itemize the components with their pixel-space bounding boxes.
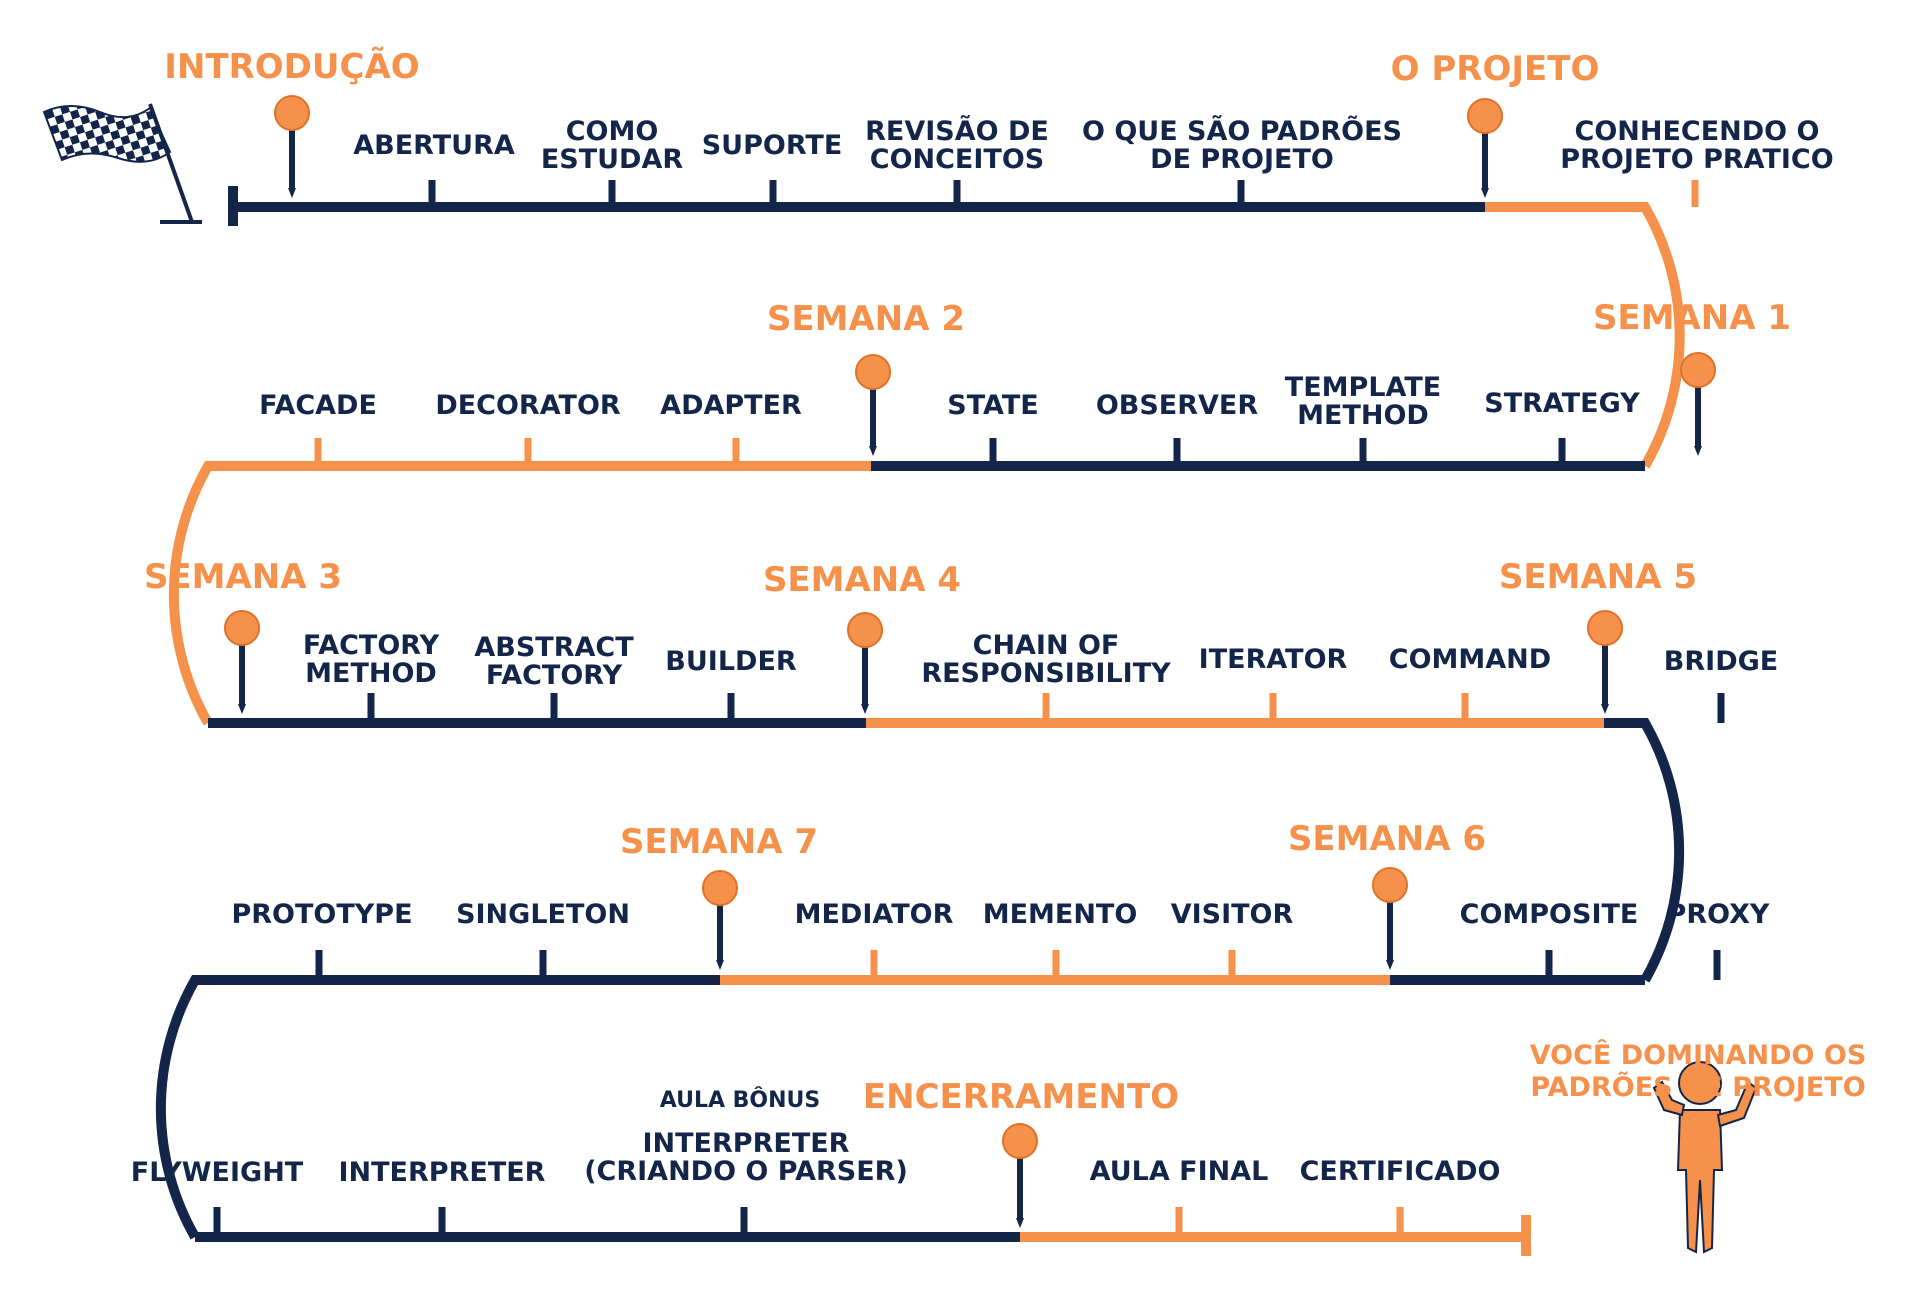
topic-label-flyweight: FLYWEIGHT	[131, 1157, 304, 1188]
milestone-pin	[702, 870, 738, 970]
milestone-pin	[1680, 352, 1716, 456]
section-heading-semana1: SEMANA 1	[1593, 298, 1791, 338]
milestone-pin	[1372, 867, 1408, 970]
topic-label-command: COMMAND	[1389, 644, 1551, 675]
topic-label-builder: BUILDER	[665, 646, 797, 677]
topic-label-abertura: ABERTURA	[353, 130, 515, 161]
topic-label-adapter: ADAPTER	[660, 390, 802, 421]
topic-label-facade: FACADE	[259, 390, 377, 421]
topic-label-decorator: DECORATOR	[435, 390, 621, 421]
checkered-flag-icon	[42, 103, 202, 224]
milestone-pin	[1467, 98, 1503, 198]
topic-label-interpreter: INTERPRETER	[339, 1157, 546, 1188]
milestone-pin	[274, 95, 310, 198]
topic-label-aula-final: AULA FINAL	[1090, 1156, 1269, 1187]
milestone-pins	[224, 95, 1716, 1228]
topic-label-strategy: STRATEGY	[1484, 388, 1640, 419]
topic-label-bridge: BRIDGE	[1664, 646, 1778, 677]
milestone-pin	[855, 354, 891, 456]
topic-label-observer: OBSERVER	[1096, 390, 1259, 421]
milestone-pin	[1002, 1123, 1038, 1228]
topic-label-prototype: PROTOTYPE	[231, 899, 412, 930]
track-segment	[1485, 202, 1685, 469]
track-segment	[155, 975, 720, 1240]
milestone-pin	[1587, 610, 1623, 714]
track-segment	[168, 461, 871, 726]
topic-label-state: STATE	[947, 390, 1038, 421]
section-heading-encerramento: ENCERRAMENTO	[863, 1077, 1179, 1117]
section-heading-semana2: SEMANA 2	[767, 299, 965, 339]
section-heading-semana4: SEMANA 4	[763, 560, 961, 600]
section-heading-intro: INTRODUÇÃO	[164, 46, 419, 87]
section-heading-projeto: O PROJETO	[1391, 49, 1600, 89]
section-headings: INTRODUÇÃO O PROJETO SEMANA 1 SEMANA 2 S…	[144, 46, 1791, 1117]
topic-label-proxy: PROXY	[1667, 899, 1770, 930]
topic-label-visitor: VISITOR	[1171, 899, 1294, 930]
topic-label-suporte: SUPORTE	[702, 130, 843, 161]
section-heading-semana3: SEMANA 3	[144, 557, 342, 597]
milestone-pin	[224, 610, 260, 714]
topic-ticks	[213, 180, 1725, 1237]
section-heading-semana5: SEMANA 5	[1499, 557, 1697, 597]
topic-label-mediator: MEDIATOR	[795, 899, 954, 930]
roadmap-track	[155, 186, 1685, 1256]
topic-label-iterator: ITERATOR	[1199, 644, 1348, 675]
person-celebrating-icon	[1652, 1061, 1758, 1254]
topic-label-memento: MEMENTO	[983, 899, 1138, 930]
track-segment	[1604, 718, 1685, 983]
bonus-tag: AULA BÔNUS	[660, 1087, 821, 1113]
topic-label-interpreter-parser: INTERPRETER(CRIANDO O PARSER)	[584, 1128, 908, 1187]
topic-label-certificado: CERTIFICADO	[1300, 1156, 1501, 1187]
milestone-pin	[847, 612, 883, 714]
topic-label-composite: COMPOSITE	[1460, 899, 1639, 930]
topic-label-singleton: SINGLETON	[456, 899, 630, 930]
section-heading-semana7: SEMANA 7	[620, 822, 818, 862]
section-heading-semana6: SEMANA 6	[1288, 819, 1486, 859]
